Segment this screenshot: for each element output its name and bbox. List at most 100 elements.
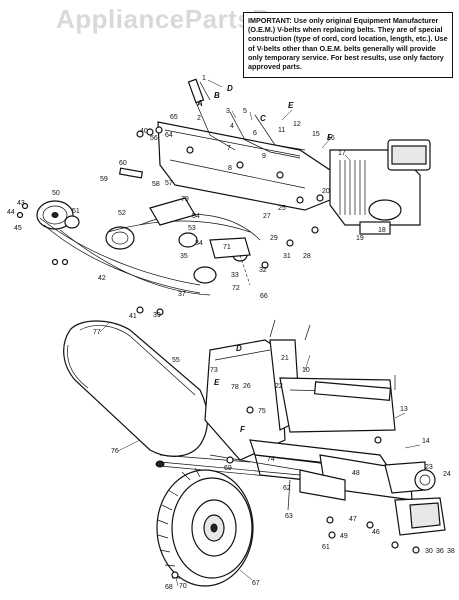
callout-53: 53 (188, 225, 196, 232)
callout-54: 54 (192, 213, 200, 220)
leader-lines (99, 79, 421, 587)
letter-f: F (327, 133, 333, 142)
callout-45: 45 (14, 225, 22, 232)
idler-bracket (149, 197, 251, 286)
callout-77: 77 (93, 329, 101, 336)
callout-10: 10 (302, 367, 310, 374)
callout-63: 63 (285, 513, 293, 520)
letter-labels: A B C D E F D E F (196, 84, 333, 434)
callout-3: 3 (226, 108, 230, 115)
callout-70: 70 (179, 583, 187, 590)
wheel (156, 467, 254, 587)
callout-24: 24 (443, 471, 451, 478)
callout-4: 4 (230, 123, 234, 130)
callout-7: 7 (227, 145, 231, 152)
axle (155, 460, 301, 480)
notice-box: IMPORTANT: Use only original Equipment M… (243, 12, 453, 78)
callout-38: 38 (447, 548, 455, 555)
callout-62: 62 (283, 485, 291, 492)
callout-2: 2 (197, 115, 201, 122)
letter-d: D (227, 84, 233, 93)
callout-1: 1 (202, 75, 206, 82)
callout-68: 68 (165, 584, 173, 591)
callout-51: 51 (72, 208, 80, 215)
tine-housing (204, 339, 396, 461)
callout-labels: 1 2 3 4 5 6 7 8 9 10 11 12 13 14 15 16 1… (7, 75, 455, 591)
lower-hardware (171, 319, 420, 579)
callout-56: 56 (150, 135, 158, 142)
letter-c: C (260, 114, 266, 123)
callout-20: 20 (322, 188, 330, 195)
callout-36: 36 (436, 548, 444, 555)
callout-79: 79 (181, 196, 189, 203)
callout-16: 16 (327, 135, 335, 142)
callout-57: 57 (165, 180, 173, 187)
notice-best: For best results, use only factory appro… (248, 52, 444, 72)
callout-17: 17 (338, 150, 346, 157)
callout-44: 44 (7, 209, 15, 216)
callout-26: 26 (243, 383, 251, 390)
callout-41: 41 (129, 313, 137, 320)
callout-35: 35 (180, 253, 188, 260)
callout-75: 75 (258, 408, 266, 415)
callout-15: 15 (312, 131, 320, 138)
callout-64: 64 (165, 132, 173, 139)
callout-40: 40 (140, 128, 148, 135)
letter-f-lower: F (240, 425, 246, 434)
callout-37: 37 (178, 291, 186, 298)
v-belts (39, 213, 261, 296)
callout-74: 74 (267, 456, 275, 463)
callout-13: 13 (400, 406, 408, 413)
notice-text: IMPORTANT: Use only original Equipment M… (248, 16, 448, 62)
callout-60: 60 (119, 160, 127, 167)
callout-25: 25 (278, 205, 286, 212)
callout-32: 32 (259, 267, 267, 274)
callout-28: 28 (303, 253, 311, 260)
belt-cover (63, 320, 209, 457)
callout-65: 65 (170, 114, 178, 121)
callout-66: 66 (260, 293, 268, 300)
callout-8: 8 (228, 165, 232, 172)
letter-b: B (214, 91, 220, 100)
callout-18: 18 (378, 227, 386, 234)
engine (329, 139, 431, 235)
callout-14: 14 (422, 438, 430, 445)
callout-69: 69 (224, 465, 232, 472)
callout-6: 6 (253, 130, 257, 137)
callout-71: 71 (223, 244, 231, 251)
callout-39: 39 (153, 312, 161, 319)
letter-a: A (196, 99, 203, 108)
callout-42: 42 (98, 275, 106, 282)
hitch-bracket (394, 469, 446, 536)
callout-30: 30 (425, 548, 433, 555)
callout-61: 61 (322, 544, 330, 551)
callout-27: 27 (263, 213, 271, 220)
letter-e-lower: E (214, 378, 220, 387)
callout-58: 58 (152, 181, 160, 188)
callout-9: 9 (262, 153, 266, 160)
handle-rods (194, 81, 306, 159)
callout-49: 49 (340, 533, 348, 540)
callout-78: 78 (231, 384, 239, 391)
letter-e: E (288, 101, 294, 110)
callout-33: 33 (231, 272, 239, 279)
callout-12: 12 (293, 121, 301, 128)
letter-d-lower: D (236, 344, 242, 353)
callout-59: 59 (100, 176, 108, 183)
callout-72: 72 (232, 285, 240, 292)
frame (159, 439, 426, 501)
callout-5: 5 (243, 108, 247, 115)
callout-19: 19 (356, 235, 364, 242)
upper-hardware (16, 78, 324, 316)
upper-frame (157, 121, 331, 211)
callout-48: 48 (352, 470, 360, 477)
callout-55: 55 (172, 357, 180, 364)
callout-23: 23 (425, 464, 433, 471)
callout-11: 11 (278, 127, 285, 134)
callout-22: 22 (275, 383, 283, 390)
callout-50: 50 (52, 190, 60, 197)
callout-46: 46 (372, 529, 380, 536)
callout-34: 34 (195, 240, 203, 247)
callout-47: 47 (349, 516, 357, 523)
